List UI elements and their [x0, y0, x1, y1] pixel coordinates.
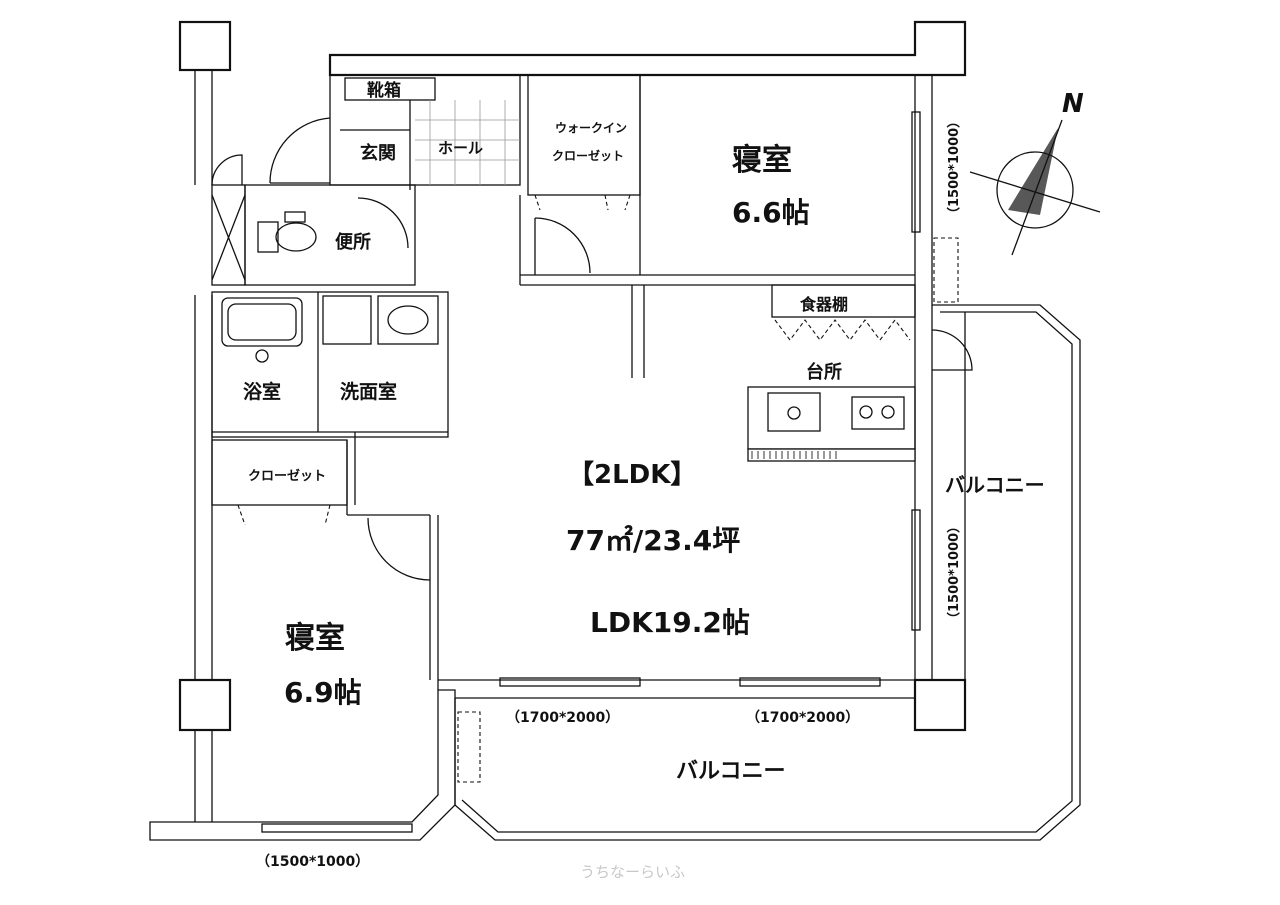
labels: 靴箱 玄関 ホール ウォークイン クローゼット 寝室 6.6帖 便所 浴室 洗面… [243, 80, 1045, 881]
label-bedroom2-name: 寝室 [285, 621, 345, 656]
label-walkin-line2: クローゼット [552, 148, 624, 163]
label-closet: クローゼット [248, 468, 326, 484]
label-entrance: 玄関 [360, 142, 396, 164]
fixtures [221, 211, 439, 363]
label-window-south-right: （1700*2000） [746, 710, 859, 726]
label-kitchen: 台所 [806, 361, 842, 383]
balconies [454, 237, 1081, 841]
interior-walls [211, 74, 916, 690]
label-window-east-lower: （1500*1000） [946, 520, 962, 625]
label-window-east-upper: （1500*1000） [946, 115, 962, 220]
label-shoebox: 靴箱 [367, 80, 401, 101]
label-walkin-line1: ウォークイン [555, 121, 627, 135]
label-bath: 浴室 [243, 380, 281, 403]
label-bedroom2-size: 6.9帖 [284, 676, 362, 709]
label-area: 77㎡/23.4坪 [566, 524, 740, 557]
label-balcony-south: バルコニー [676, 759, 786, 784]
watermark-text: うちなーらいふ [580, 863, 685, 881]
compass-north-label: N [1062, 89, 1084, 119]
label-plan-type: 【2LDK】 [568, 460, 696, 490]
label-cupboard: 食器棚 [799, 295, 848, 314]
label-window-south-left: （1700*2000） [506, 710, 619, 726]
label-toilet: 便所 [335, 231, 371, 253]
label-washroom: 洗面室 [340, 380, 397, 403]
label-ldk: LDK19.2帖 [590, 606, 750, 639]
label-window-bottom: （1500*1000） [256, 854, 369, 870]
outer-walls [149, 20, 967, 841]
windows [261, 111, 921, 833]
label-balcony-east: バルコニー [945, 473, 1045, 497]
compass: N [969, 89, 1101, 256]
label-hall: ホール [438, 139, 483, 157]
label-bedroom1-size: 6.6帖 [732, 196, 810, 229]
label-bedroom1-name: 寝室 [732, 143, 792, 178]
doors [211, 117, 973, 581]
